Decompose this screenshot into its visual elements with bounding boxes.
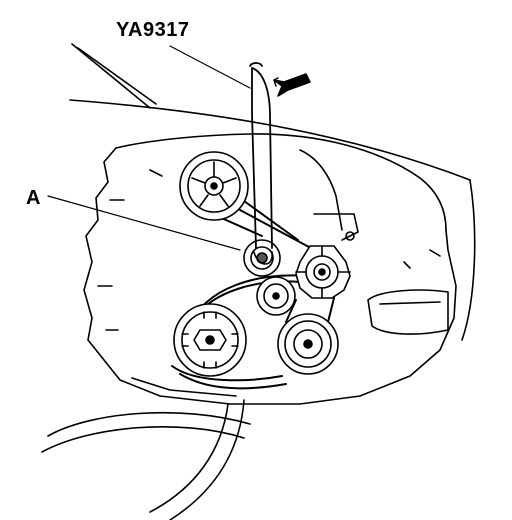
wheel-arch	[41, 399, 251, 520]
middle-idler-pulley	[256, 276, 296, 316]
tool-leader-line	[169, 45, 251, 89]
part-a-leader-line	[47, 195, 241, 251]
engine-block	[83, 133, 457, 405]
tool-callout-label: YA9317	[116, 19, 190, 41]
tensioner-housing	[295, 245, 351, 299]
accessory-pulley-lower	[277, 313, 339, 375]
part-a-callout-label: A	[26, 187, 41, 209]
upper-idler-pulley	[179, 151, 249, 221]
arrow-left-icon	[273, 73, 311, 97]
leader-lines	[47, 45, 251, 251]
special-tool-ya9317	[249, 62, 273, 265]
tensioner-pulley-a	[243, 239, 281, 277]
crankshaft-pulley	[173, 303, 247, 377]
